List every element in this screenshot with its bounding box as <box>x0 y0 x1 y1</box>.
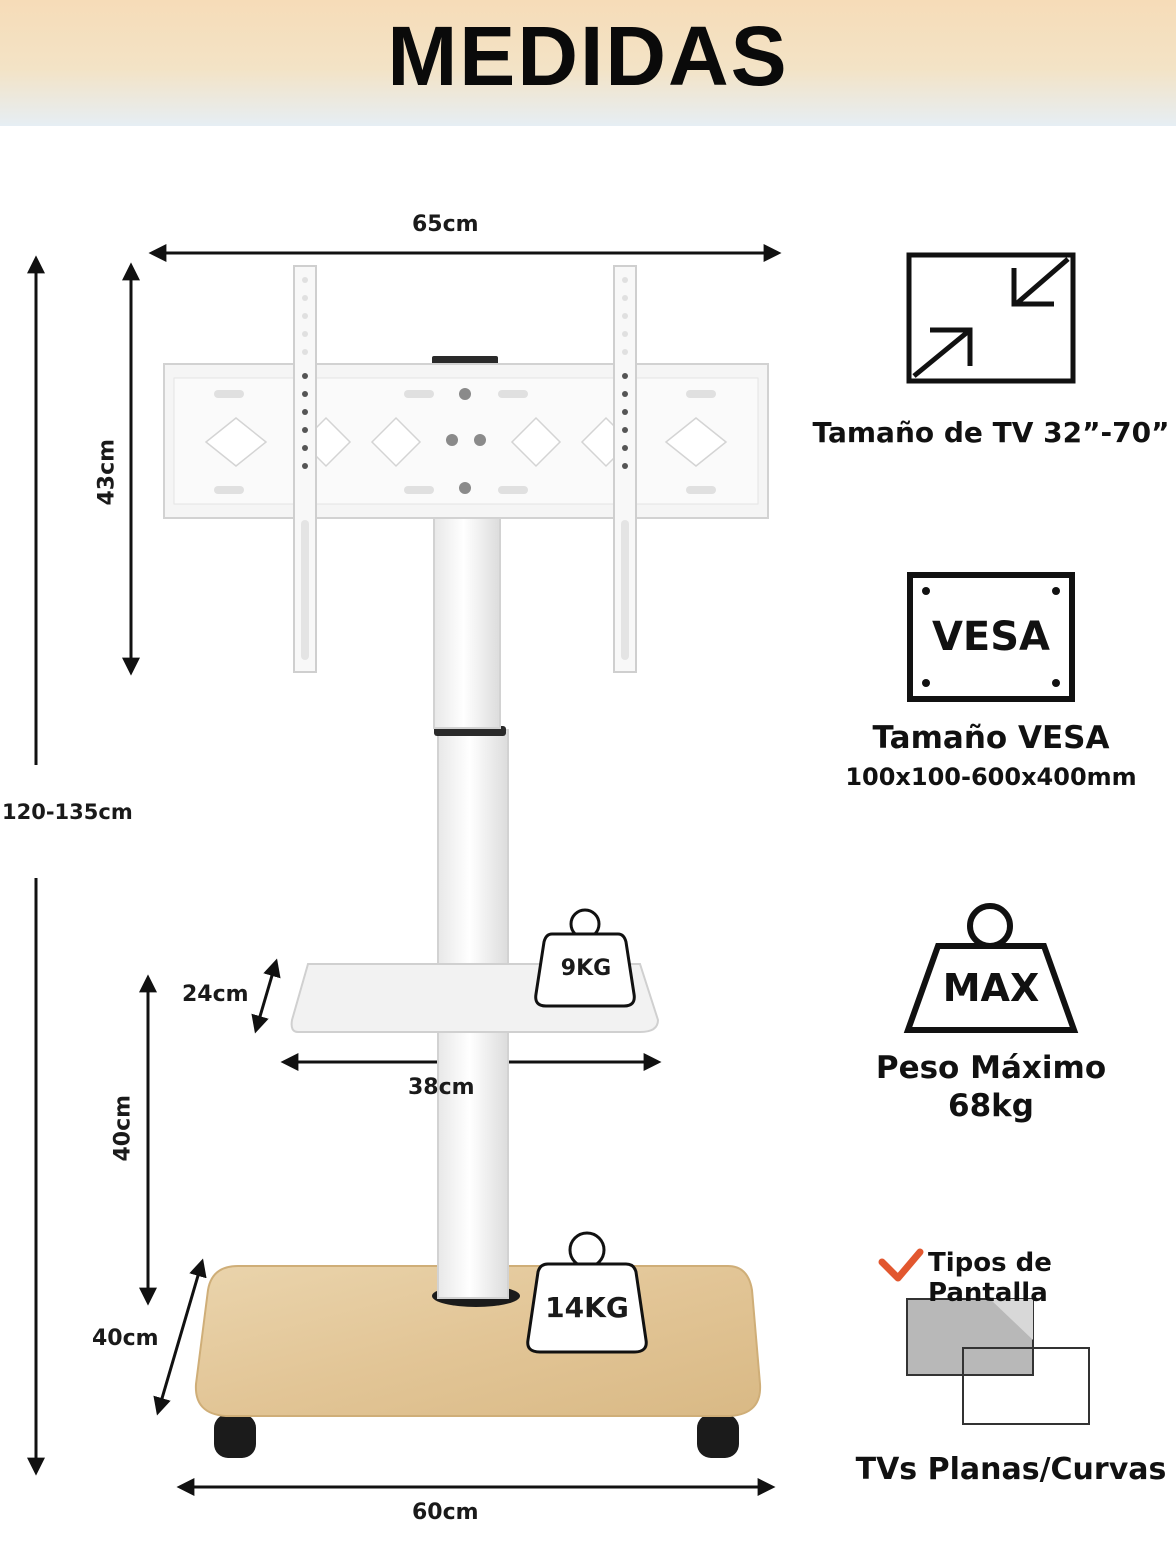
shelf-weight-icon <box>534 908 636 1008</box>
shelf-depth-arrow <box>251 958 281 1034</box>
weight-value: 68kg <box>948 1088 1034 1124</box>
base-depth-arrow <box>153 1258 207 1416</box>
max-icon-text: MAX <box>942 966 1040 1010</box>
tv-size-icon <box>906 252 1076 384</box>
wheel-left <box>214 1414 256 1458</box>
page-title: MEDIDAS <box>387 9 789 103</box>
base-weight-icon <box>526 1231 648 1354</box>
dim-base-width: 60cm <box>412 1500 479 1525</box>
shelf-load-label: 9KG <box>560 956 612 981</box>
vesa-icon-text: VESA <box>931 614 1051 660</box>
max-weight-icon <box>903 903 1079 1033</box>
dim-base-depth: 40cm <box>92 1326 159 1351</box>
dim-shelf-depth: 24cm <box>182 982 249 1007</box>
screen-types-icon <box>906 1298 1090 1425</box>
base-load-label: 14KG <box>545 1291 629 1324</box>
vesa-title: Tamaño VESA <box>872 720 1110 756</box>
vesa-value: 100x100-600x400mm <box>845 763 1137 791</box>
dim-mount-height: 43cm <box>94 438 120 506</box>
vesa-icon <box>907 572 1075 702</box>
dim-width-top: 65cm <box>412 212 479 237</box>
dim-total-height: 120-135cm <box>2 800 133 824</box>
screen-types-title: Tipos de Pantalla <box>928 1248 1052 1308</box>
tv-size-text: Tamaño de TV 32”-70” <box>812 416 1170 449</box>
dim-shelf-height: 40cm <box>110 1094 136 1162</box>
weight-title: Peso Máximo <box>875 1050 1107 1086</box>
screen-types-value: TVs Planas/Curvas <box>855 1452 1167 1487</box>
check-icon <box>878 1248 924 1282</box>
header-banner: MEDIDAS <box>0 0 1176 126</box>
dim-shelf-width: 38cm <box>408 1075 475 1100</box>
pole-upper <box>433 499 501 729</box>
wheel-right <box>697 1414 739 1458</box>
